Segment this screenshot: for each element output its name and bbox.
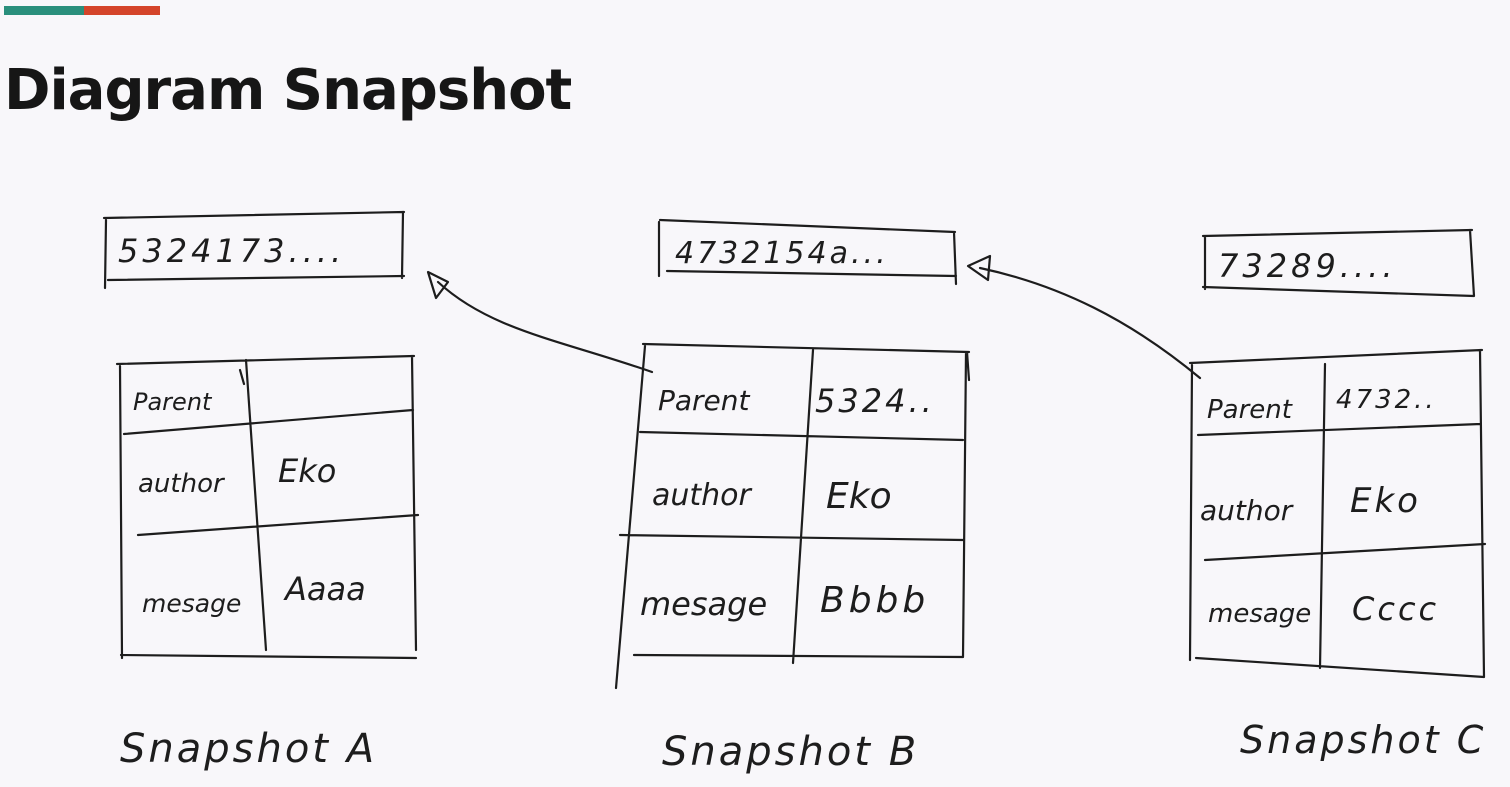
row-value-message-c: Cccc: [1352, 590, 1439, 628]
snapshot-c: 73289.... Parent 4732.. author Eko mesag…: [1188, 228, 1487, 762]
slide-title: Diagram Snapshot: [4, 58, 572, 123]
row-value-parent-c: 4732..: [1336, 385, 1437, 415]
hash-text-b: 4732154a...: [675, 236, 889, 271]
hash-text-a: 5324173....: [118, 232, 345, 270]
snapshot-b: 4732154a... Parent 5324.. author Eko mes…: [614, 218, 971, 775]
row-key-parent-a: Parent: [133, 388, 213, 416]
row-key-message-c: mesage: [1208, 599, 1311, 629]
row-value-message-b: Bbbb: [820, 580, 929, 621]
accent-bar-red: [84, 6, 160, 15]
hash-text-c: 73289....: [1218, 247, 1396, 285]
parent-arrow-b-to-a: [426, 270, 654, 374]
snapshot-label-c: Snapshot C: [1240, 718, 1486, 762]
hash-box-c: 73289....: [1201, 228, 1476, 298]
commit-table-a: Parent author Eko mesage Aaaa: [115, 354, 420, 660]
row-key-author-a: author: [138, 469, 226, 499]
row-value-author-a: Eko: [278, 452, 336, 490]
row-value-parent-b: 5324..: [815, 382, 935, 420]
snapshot-label-a: Snapshot A: [120, 726, 377, 772]
snapshot-label-b: Snapshot B: [662, 729, 919, 775]
hash-box-a: 5324173....: [102, 210, 406, 290]
commit-table-b: Parent 5324.. author Eko mesage Bbbb: [614, 342, 971, 690]
hash-box-b: 4732154a...: [657, 218, 958, 286]
parent-arrow-c-to-b: [966, 254, 1202, 380]
accent-bar-green: [4, 6, 84, 15]
row-key-message-b: mesage: [640, 585, 767, 623]
row-value-author-c: Eko: [1350, 481, 1421, 521]
row-key-message-a: mesage: [142, 589, 241, 618]
commit-table-c: Parent 4732.. author Eko mesage Cccc: [1188, 348, 1487, 679]
row-key-author-c: author: [1200, 494, 1294, 527]
row-key-author-b: author: [652, 478, 753, 513]
row-key-parent-c: Parent: [1207, 395, 1293, 425]
row-key-parent-b: Parent: [658, 384, 751, 417]
row-value-author-b: Eko: [826, 476, 892, 517]
snapshot-a: 5324173.... Parent author Eko mesage Aaa…: [102, 210, 420, 772]
row-value-message-a: Aaaa: [283, 570, 366, 608]
